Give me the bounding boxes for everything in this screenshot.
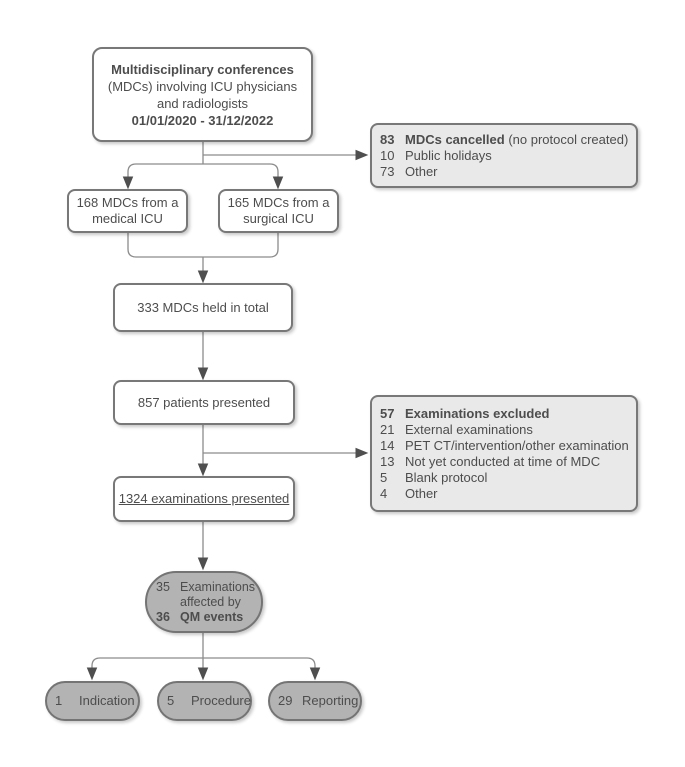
excluded-row: 57 Examinations excluded	[380, 405, 550, 421]
arrowhead-down-total	[197, 270, 209, 284]
arrowhead-down-reporting	[309, 667, 321, 681]
excluded-row: 21 External examinations	[380, 421, 533, 437]
connector-qm-outcomes	[86, 633, 321, 681]
connector-examinations-qm	[197, 522, 209, 571]
medical-icu-text: 168 MDCs from a medical ICU	[76, 195, 179, 226]
excluded-row: 5 Blank protocol	[380, 469, 488, 485]
start-title: Multidisciplinary conferences	[111, 61, 294, 77]
patients-box: 857 patients presented	[113, 380, 295, 425]
arrowhead-right-cancelled	[355, 149, 369, 161]
excluded-note-box: 57 Examinations excluded 21 External exa…	[370, 395, 638, 512]
procedure-label: Procedure	[191, 693, 251, 708]
qm-event-label: QM events	[180, 609, 244, 624]
start-box: Multidisciplinary conferences (MDCs) inv…	[92, 47, 313, 142]
connector-merge-total	[127, 233, 279, 284]
arrowhead-down-patients	[197, 367, 209, 381]
arrowhead-down-indication	[86, 667, 98, 681]
qm-exam-count: 35	[156, 579, 170, 594]
indication-label: Indication	[79, 693, 135, 708]
arrowhead-down-procedure	[197, 667, 209, 681]
cancelled-row: 73 Other	[380, 163, 438, 179]
surgical-icu-text: 165 MDCs from a surgical ICU	[227, 195, 330, 226]
surgical-icu-box: 165 MDCs from a surgical ICU	[218, 189, 339, 233]
reporting-label: Reporting	[302, 693, 359, 708]
connector-total-patients	[197, 332, 209, 381]
arrowhead-down-qm	[197, 557, 209, 571]
arrowhead-right-excluded	[355, 447, 369, 459]
qm-events-stadium: 35 Examinations affected by 36 QM events	[145, 571, 263, 633]
indication-count: 1	[55, 693, 63, 708]
qm-event-count: 36	[156, 609, 170, 624]
qm-exam-label: Examinations affected by	[180, 579, 256, 609]
total-mdc-text: 333 MDCs held in total	[137, 299, 269, 315]
excluded-row: 14 PET CT/intervention/other examination	[380, 437, 629, 453]
excluded-row: 13 Not yet conducted at time of MDC	[380, 453, 601, 469]
examinations-text: 1324 examinations presented	[118, 491, 290, 506]
outcome-indication-stadium: 1 Indication	[45, 681, 140, 721]
excluded-row: 4 Other	[380, 485, 438, 501]
arrowhead-down-medical	[122, 176, 134, 190]
excluded-rows: 57 Examinations excluded 21 External exa…	[380, 406, 630, 502]
outcome-procedure-stadium: 5 Procedure	[157, 681, 252, 721]
start-line2: (MDCs) involving ICU physicians	[107, 78, 298, 94]
cancelled-row: 83 MDCs cancelled (no protocol created)	[380, 132, 630, 148]
total-mdc-box: 333 MDCs held in total	[113, 283, 293, 332]
patients-text: 857 patients presented	[137, 394, 271, 410]
medical-icu-box: 168 MDCs from a medical ICU	[67, 189, 188, 233]
start-dates: 01/01/2020 - 31/12/2022	[131, 112, 274, 128]
cancelled-row: 10 Public holidays	[380, 147, 492, 163]
cancelled-rows: 83 MDCs cancelled (no protocol created) …	[380, 132, 630, 180]
arrowhead-down-examinations	[197, 463, 209, 477]
connector-patients-split	[197, 425, 369, 477]
procedure-count: 5	[167, 693, 175, 708]
examinations-box: 1324 examinations presented	[113, 476, 295, 522]
cancelled-note-box: 83 MDCs cancelled (no protocol created) …	[370, 123, 638, 188]
outcome-reporting-stadium: 29 Reporting	[268, 681, 362, 721]
start-box-text: Multidisciplinary conferences (MDCs) inv…	[108, 61, 297, 129]
qm-grid: 35 Examinations affected by 36 QM events	[156, 580, 261, 625]
cancelled-label: MDCs cancelled (no protocol created)	[405, 131, 629, 147]
arrowhead-down-surgical	[272, 176, 284, 190]
connector-start-split	[122, 142, 369, 190]
cancelled-count: 83	[380, 131, 395, 147]
start-line3: and radiologists	[156, 95, 249, 111]
reporting-count: 29	[278, 693, 293, 708]
